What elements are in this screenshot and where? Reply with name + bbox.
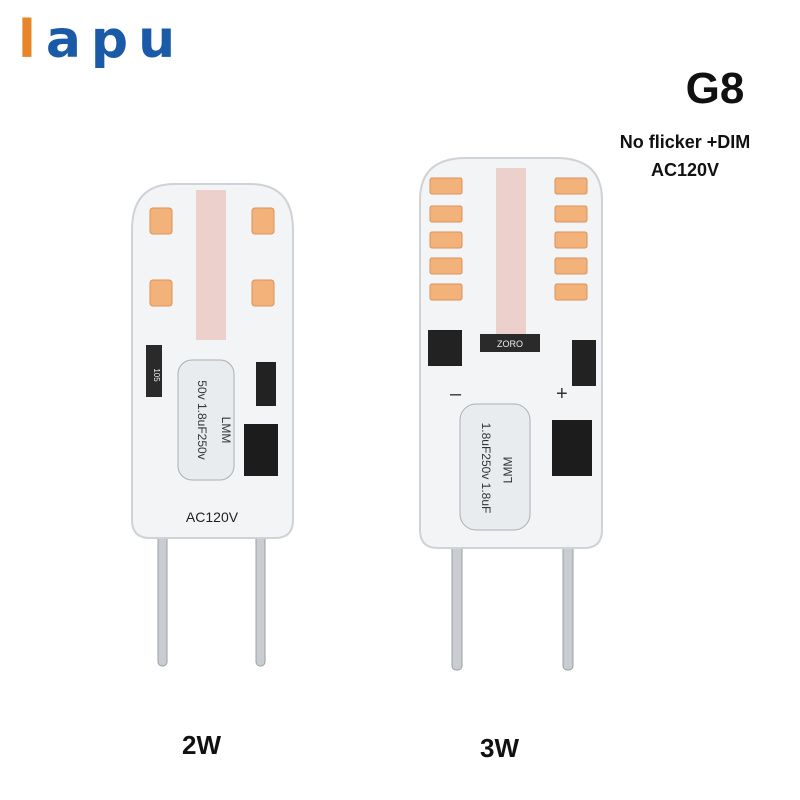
base-type-label: G8 bbox=[685, 64, 745, 113]
capacitor-label: 1.8uF250v 1.8uF bbox=[479, 423, 493, 514]
capacitor bbox=[459, 403, 531, 531]
resistor-label: 105 bbox=[152, 368, 161, 382]
pcb-voltage-label: AC120V bbox=[186, 509, 239, 525]
capacitor bbox=[177, 359, 235, 481]
feature-voltage-label: AC120V bbox=[650, 160, 720, 180]
capacitor-mark: LMM bbox=[501, 457, 515, 484]
led-chips bbox=[149, 207, 275, 307]
ic-chip bbox=[256, 362, 276, 406]
resistor-label: ZORO bbox=[497, 339, 523, 349]
capacitor-label: 50v 1.8uF250v bbox=[195, 380, 209, 459]
pin-right bbox=[562, 539, 574, 671]
capacitor-mark: LMM bbox=[219, 417, 233, 444]
logo-letters-apu: apu bbox=[45, 10, 186, 70]
pin-left bbox=[451, 539, 463, 671]
led-chips bbox=[429, 177, 588, 301]
svg-text:+: + bbox=[556, 383, 568, 405]
logo-letter-l: l bbox=[18, 10, 46, 70]
wattage-label-3w: 3W bbox=[480, 733, 519, 763]
resistor bbox=[146, 345, 162, 397]
bridge-chip bbox=[244, 424, 278, 476]
wattage-label-2w: 2W bbox=[182, 730, 221, 760]
diode-chip bbox=[572, 340, 596, 386]
svg-text:–: – bbox=[450, 383, 462, 405]
bridge-chip bbox=[552, 420, 592, 476]
feature-dimmable-label: No flicker +DIM bbox=[619, 132, 751, 152]
ic-chip bbox=[428, 330, 462, 366]
resistor bbox=[480, 334, 540, 352]
brand-logo: lapu bbox=[18, 14, 185, 66]
